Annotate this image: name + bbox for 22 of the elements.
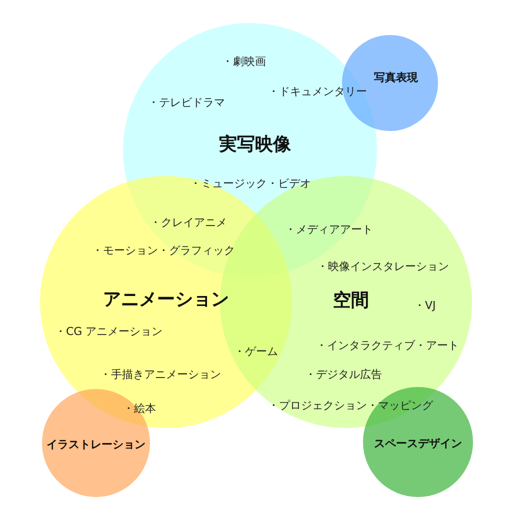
category-title: アニメーション <box>103 288 229 311</box>
item-label: ・ゲーム <box>234 345 278 359</box>
category-title: 空間 <box>333 289 369 312</box>
category-title: スペースデザイン <box>374 436 462 450</box>
item-label: ・映像インスタレーション <box>317 260 449 274</box>
item-label: ・絵本 <box>123 402 156 416</box>
item-label: ・デジタル広告 <box>305 368 382 382</box>
item-label: ・劇映画 <box>222 55 266 69</box>
item-label: ・メディアアート <box>285 223 373 237</box>
item-label: ・CG アニメーション <box>55 325 163 339</box>
category-title: イラストレーション <box>46 436 146 452</box>
item-label: ・インタラクティブ・アート <box>316 339 459 353</box>
item-label: ・ドキュメンタリー <box>268 85 367 99</box>
item-label: ・テレビドラマ <box>148 96 225 110</box>
category-title: 写真表現 <box>374 70 418 84</box>
item-label: ・手描きアニメーション <box>100 368 221 382</box>
item-label: ・プロジェクション・マッピング <box>268 399 433 413</box>
item-label: ・モーション・グラフィック <box>92 244 235 258</box>
item-label: ・VJ <box>414 299 436 313</box>
item-label: ・クレイアニメ <box>150 216 227 230</box>
category-title: 実写映像 <box>219 133 291 156</box>
item-label: ・ミュージック・ビデオ <box>190 177 311 191</box>
